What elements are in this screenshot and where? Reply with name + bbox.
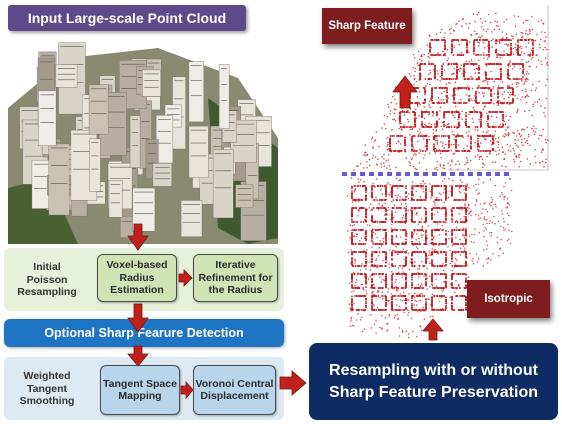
sharp-feature-tag: Sharp Feature [322,8,412,44]
city-point-cloud-image [8,38,278,244]
stage1-label: Initial Poisson Resampling [17,261,77,299]
voronoi-displacement-box: Voronoi Central Displacement [193,365,276,415]
arrow-up-1 [422,318,444,341]
stage2-label: Weighted Tangent Smoothing [19,370,75,408]
arrow-down-2 [127,303,149,333]
arrow-down-3 [127,345,149,367]
result-box: Resampling with or without Sharp Feature… [309,343,558,420]
arrow-down-1 [127,223,149,251]
input-title: Input Large-scale Point Cloud [8,5,246,31]
tangent-mapping-box: Tangent Space Mapping [100,365,180,415]
isotropic-tag: Isotropic [467,280,550,318]
radius-refinement-box: Iterative Refinement for the Radius [193,254,278,302]
arrow-right-3 [279,370,307,396]
arrow-right-2 [180,380,194,400]
arrow-right-1 [178,269,193,287]
radius-estimation-box: Voxel-based Radius Estimation [97,254,177,302]
sharp-feature-detection-bar: Optional Sharp Fearure Detection [4,319,284,347]
arrow-up-2 [392,75,418,109]
